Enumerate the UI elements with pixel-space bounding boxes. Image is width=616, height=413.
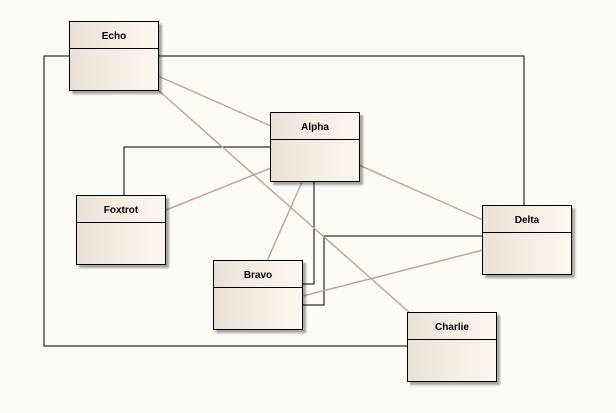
- dependency-foxtrot-alpha[interactable]: [165, 167, 272, 211]
- class-echo-name: Echo: [70, 22, 158, 49]
- class-bravo[interactable]: Bravo: [213, 260, 303, 330]
- class-delta[interactable]: Delta: [482, 205, 572, 275]
- class-bravo-name: Bravo: [214, 261, 302, 288]
- class-alpha-name: Alpha: [271, 113, 359, 140]
- class-delta-name: Delta: [483, 206, 571, 233]
- class-echo[interactable]: Echo: [69, 21, 159, 91]
- dependency-echo-charlie[interactable]: [157, 89, 411, 314]
- class-foxtrot[interactable]: Foxtrot: [76, 195, 166, 265]
- dependency-alpha-bravo[interactable]: [266, 181, 303, 262]
- dependency-delta-bravo[interactable]: [302, 249, 484, 297]
- connector-delta-bravo[interactable]: [303, 235, 483, 306]
- connector-echo-delta[interactable]: [158, 55, 525, 206]
- class-charlie-name: Charlie: [408, 313, 496, 340]
- class-alpha[interactable]: Alpha: [270, 112, 360, 182]
- connector-echo-delta-charlie[interactable]: [43, 55, 408, 347]
- class-charlie[interactable]: Charlie: [407, 312, 497, 382]
- connector-alpha-bravo-a[interactable]: [303, 182, 315, 285]
- class-foxtrot-name: Foxtrot: [77, 196, 165, 223]
